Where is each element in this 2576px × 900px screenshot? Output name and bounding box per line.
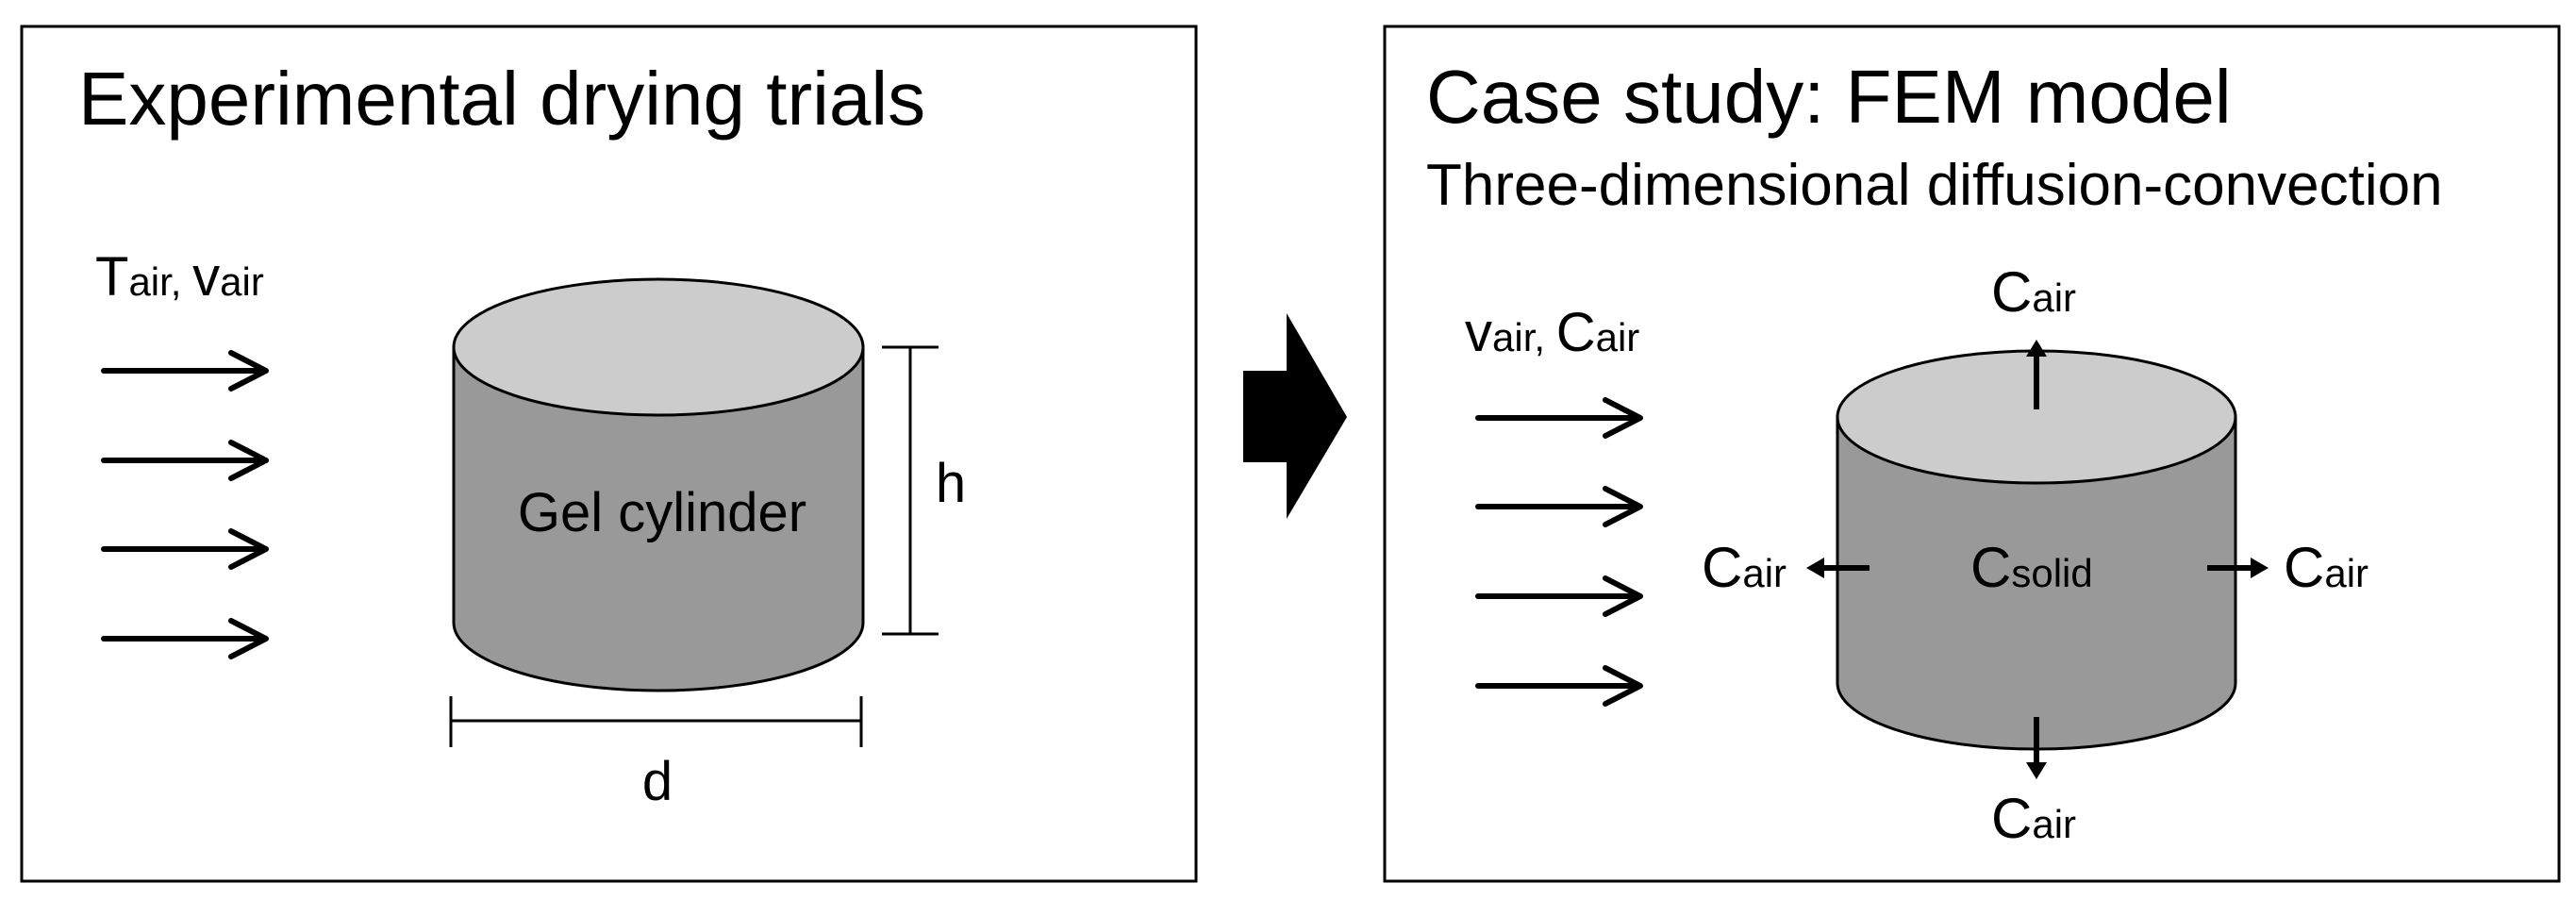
inflow-separator: ,: [1534, 315, 1555, 359]
right-panel-subtitle: Three-dimensional diffusion-convection: [1426, 153, 2443, 218]
inflow-velocity-symbol: v: [192, 246, 220, 308]
left-inflow-label: Tair, vair: [95, 246, 264, 308]
airflow-arrow-icon: [101, 440, 269, 481]
boundary-top-symbol: C: [1991, 260, 2032, 324]
airflow-arrow-icon: [1475, 575, 1643, 617]
boundary-bottom-label: Cair: [1991, 787, 2076, 850]
height-label: h: [936, 453, 966, 514]
solid-concentration-label: Csolid: [1970, 536, 2093, 599]
boundary-top-subscript: air: [2032, 275, 2076, 320]
inflow-concentration-symbol: C: [1556, 302, 1596, 363]
airflow-arrow-icon: [1475, 486, 1643, 527]
inflow-velocity-symbol: v: [1465, 302, 1492, 363]
solid-cylinder: [1836, 349, 2237, 751]
flux-arrow-left-icon: [1806, 558, 1870, 578]
left-panel: Experimental drying trials Tair, vair: [20, 25, 1198, 883]
right-panel-title: Case study: FEM model: [1426, 55, 2232, 139]
height-dimension: [882, 345, 939, 636]
gel-cylinder-top: [452, 277, 865, 417]
solid-concentration-symbol: C: [1970, 536, 2011, 599]
boundary-left-label: Cair: [1702, 536, 1787, 599]
flux-arrow-up-icon: [2026, 340, 2047, 409]
diameter-dimension: [449, 696, 863, 747]
flux-arrow-right-icon: [2207, 558, 2269, 578]
boundary-bottom-symbol: C: [1991, 787, 2032, 850]
gel-cylinder-body: [452, 345, 865, 692]
gel-cylinder-label: Gel cylinder: [518, 482, 806, 543]
gel-cylinder: [452, 277, 865, 692]
right-panel: Case study: FEM model Three-dimensional …: [1383, 25, 2561, 883]
solid-concentration-subscript: solid: [2011, 551, 2092, 595]
arrow-right-icon: [1243, 313, 1347, 519]
airflow-arrow-icon: [101, 618, 269, 659]
solid-cylinder-body: [1836, 415, 2237, 751]
boundary-right-label: Cair: [2284, 536, 2368, 599]
inflow-temperature-symbol: T: [95, 246, 128, 308]
left-panel-title: Experimental drying trials: [78, 57, 925, 141]
boundary-top-label: Cair: [1991, 260, 2076, 324]
right-airflow-arrows: [1475, 397, 1643, 707]
left-airflow-arrows: [101, 350, 269, 659]
inflow-separator: ,: [171, 259, 192, 304]
airflow-arrow-icon: [101, 350, 269, 392]
diameter-label: d: [642, 751, 673, 812]
boundary-left-subscript: air: [1742, 551, 1787, 595]
airflow-arrow-icon: [1475, 397, 1643, 439]
right-inflow-label: vair, Cair: [1465, 302, 1639, 363]
flux-arrow-down-icon: [2026, 717, 2047, 779]
airflow-arrow-icon: [1475, 665, 1643, 707]
boundary-bottom-subscript: air: [2032, 802, 2076, 846]
flux-arrows: [1806, 340, 2269, 779]
boundary-right-subscript: air: [2324, 551, 2368, 595]
boundary-left-symbol: C: [1702, 536, 1742, 599]
airflow-arrow-icon: [101, 528, 269, 570]
boundary-right-symbol: C: [2284, 536, 2324, 599]
inflow-velocity-subscript: air: [1492, 315, 1537, 359]
inflow-velocity-subscript: air: [220, 259, 264, 304]
inflow-concentration-subscript: air: [1596, 315, 1640, 359]
inflow-temperature-subscript: air: [128, 259, 173, 304]
